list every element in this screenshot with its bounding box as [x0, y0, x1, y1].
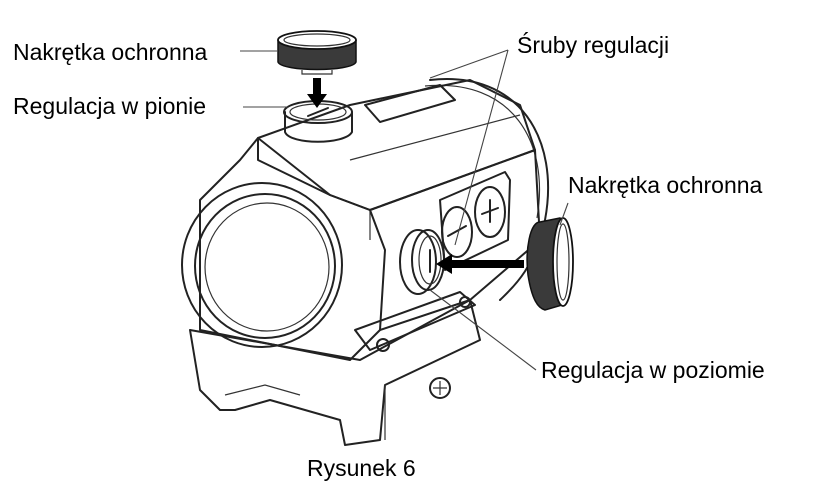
leader-side-cap — [559, 202, 569, 226]
callout-horizontal-adjustment: Regulacja w poziomie — [541, 357, 765, 383]
minus-button[interactable] — [441, 206, 473, 258]
figure-caption: Rysunek 6 — [307, 455, 416, 481]
horizontal-adjustment-turret[interactable] — [399, 229, 445, 295]
leader-screws-1 — [429, 49, 509, 79]
side-protective-cap[interactable] — [526, 217, 574, 311]
leader-screws-2 — [454, 49, 509, 246]
callout-adjustment-screws: Śruby regulacji — [517, 32, 670, 58]
front-lens — [181, 182, 343, 348]
leader-horizontal — [429, 289, 537, 371]
down-arrow-icon — [307, 78, 327, 108]
callout-top-cap: Nakrętka ochronna — [13, 39, 208, 65]
top-protective-cap[interactable] — [277, 30, 357, 75]
plus-icon — [481, 199, 499, 223]
adjustment-screws-panel — [439, 171, 511, 271]
vertical-adjustment-turret[interactable] — [283, 100, 353, 143]
leader-lines — [240, 49, 569, 371]
sight-body — [189, 78, 550, 446]
left-arrow-icon — [436, 254, 524, 274]
callout-side-cap: Nakrętka ochronna — [568, 172, 763, 198]
callout-vertical-adjustment: Regulacja w pionie — [13, 93, 207, 119]
plus-button[interactable] — [474, 186, 506, 238]
minus-icon — [447, 225, 467, 237]
